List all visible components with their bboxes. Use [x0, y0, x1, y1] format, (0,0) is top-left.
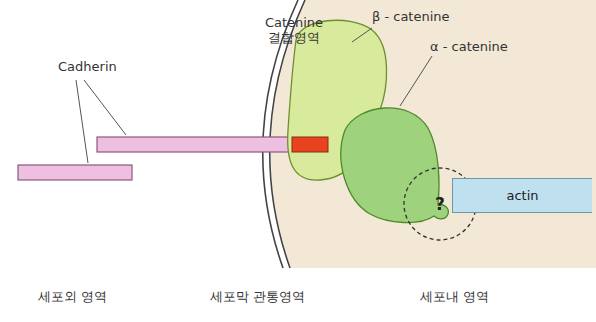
label: 세포내 영역: [420, 290, 489, 305]
catenin-binding-region: [292, 137, 328, 152]
alpha-catenin-shape: [341, 108, 449, 223]
label: 세포외 영역: [38, 290, 107, 305]
actin-label: actin: [506, 188, 538, 203]
leader-line: [76, 80, 88, 163]
label: Catenine 결합영역: [262, 16, 326, 46]
label: Cadherin: [58, 60, 117, 75]
leader-line: [84, 80, 126, 135]
leader-line: [400, 56, 432, 106]
cadherin-bar: [18, 165, 132, 180]
label: α - catenine: [430, 40, 508, 55]
question-mark: ?: [435, 194, 445, 214]
cadherin-bar: [97, 137, 352, 152]
leader-line: [352, 28, 372, 42]
label: 세포막 관통영역: [210, 290, 305, 305]
actin-filament: actin: [452, 178, 592, 213]
label: β - catenine: [372, 10, 450, 25]
